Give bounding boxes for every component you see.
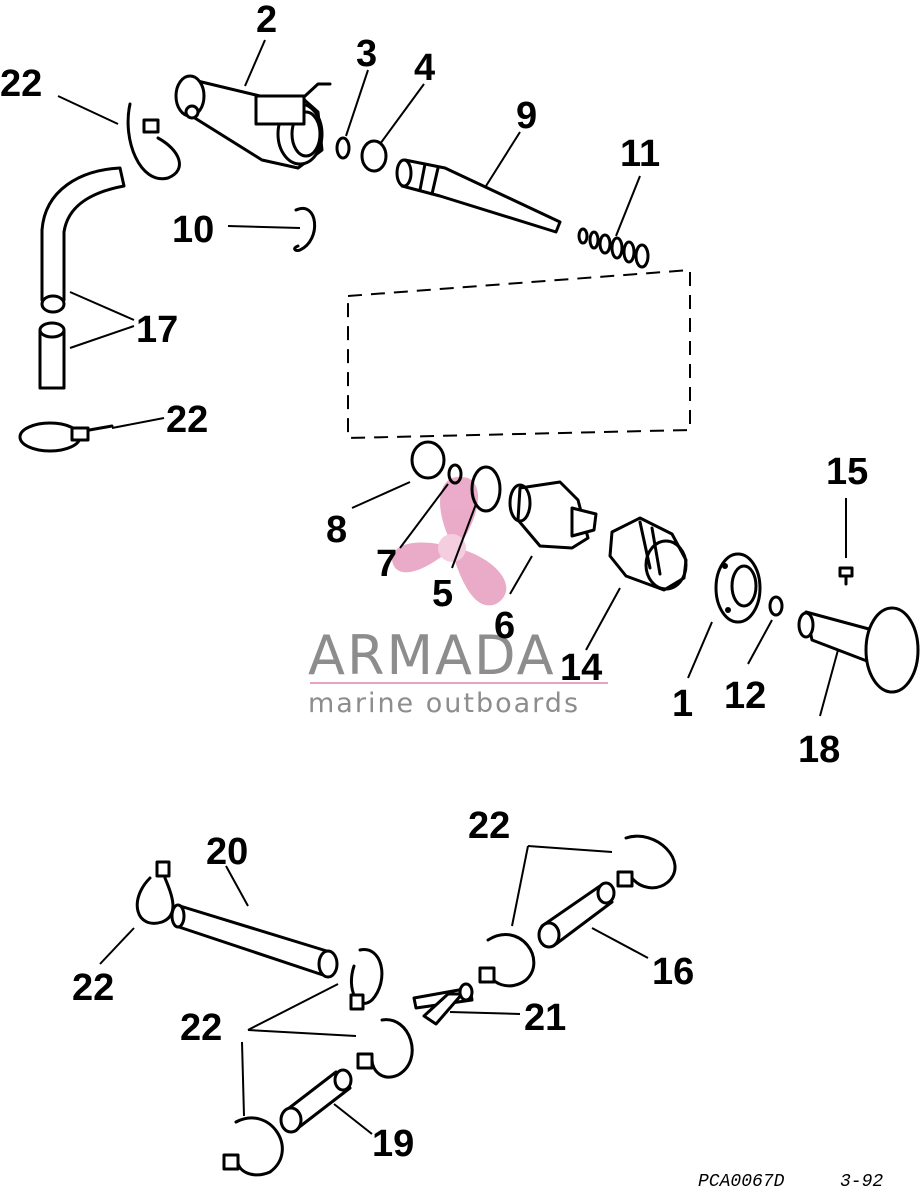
part-17-hose — [38, 166, 126, 390]
label-22: 22 — [0, 63, 42, 105]
part-10-clip — [293, 206, 316, 252]
label-19: 19 — [372, 1123, 414, 1165]
label-10: 10 — [172, 209, 214, 251]
label-22: 22 — [72, 967, 114, 1009]
part-22-clamp-bottom-5 — [478, 933, 536, 988]
label-7: 7 — [376, 543, 397, 585]
part-20-hose — [170, 903, 339, 979]
part-7-o-ring — [447, 463, 463, 485]
leader-lines — [57, 39, 847, 1135]
label-2: 2 — [256, 0, 277, 41]
watermark-brand: ARMADA — [308, 624, 556, 687]
label-11: 11 — [620, 133, 660, 175]
label-22: 22 — [468, 805, 510, 847]
label-22: 22 — [166, 399, 208, 441]
part-11-spring — [577, 227, 650, 269]
part-22-clamp-bottom-6 — [616, 834, 677, 890]
part-4-o-ring — [360, 139, 388, 173]
watermark-tagline: marine outboards — [308, 688, 580, 719]
part-21-tee — [412, 982, 474, 1026]
propeller-icon — [392, 476, 507, 606]
label-6: 6 — [494, 605, 515, 647]
label-14: 14 — [560, 647, 602, 689]
part-3-o-ring — [335, 136, 351, 160]
label-9: 9 — [516, 95, 537, 137]
label-22: 22 — [180, 1007, 222, 1049]
part-5-o-ring — [470, 465, 502, 513]
part-8-washer — [410, 440, 446, 480]
label-21: 21 — [524, 997, 566, 1039]
label-4: 4 — [414, 47, 435, 89]
part-6-valve — [508, 480, 598, 550]
part-22-clamp-top — [126, 102, 181, 181]
part-labels: 22 2 3 4 9 11 10 17 22 8 7 5 6 14 1 12 1… — [0, 0, 868, 1165]
armada-watermark: ARMADA marine outboards — [308, 476, 608, 719]
part-22-clamp-bottom-2 — [349, 948, 384, 1011]
part-9-shaft — [395, 158, 562, 234]
part-2-housing — [174, 74, 332, 170]
part-14-fitting — [608, 516, 688, 592]
label-17: 17 — [136, 309, 178, 351]
label-12: 12 — [724, 675, 766, 717]
part-22-clamp-hose-bottom — [18, 421, 114, 453]
label-15: 15 — [826, 451, 868, 493]
part-22-clamp-bottom-3 — [356, 1018, 414, 1079]
part-22-clamp-bottom-1 — [135, 860, 175, 925]
label-16: 16 — [652, 951, 694, 993]
part-1-bracket — [714, 552, 762, 624]
part-16-hose — [537, 881, 616, 949]
label-8: 8 — [326, 509, 347, 551]
label-18: 18 — [798, 729, 840, 771]
label-20: 20 — [206, 831, 248, 873]
label-1: 1 — [672, 683, 693, 725]
part-22-clamp-bottom-4 — [222, 1116, 284, 1177]
part-19-hose — [279, 1068, 353, 1134]
label-3: 3 — [356, 33, 377, 75]
part-12-o-ring — [768, 595, 784, 617]
part-15-screw — [838, 566, 854, 586]
figure-code: PCA0067D — [698, 1172, 785, 1191]
label-5: 5 — [432, 573, 453, 615]
assembly-dashed-outline — [347, 268, 691, 440]
figure-date: 3-92 — [840, 1172, 883, 1191]
part-18-knob — [797, 606, 920, 694]
